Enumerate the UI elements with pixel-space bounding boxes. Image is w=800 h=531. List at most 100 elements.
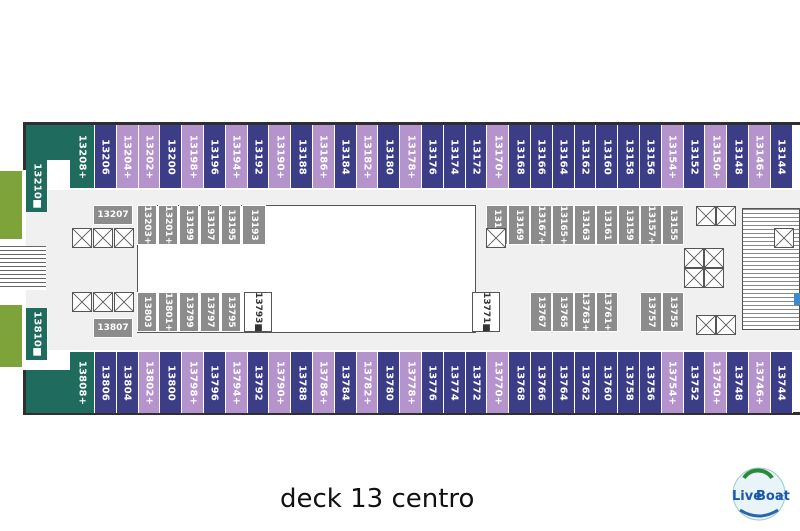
- cabin-13144[interactable]: 13144: [770, 125, 793, 188]
- cabin-13778[interactable]: 13778+: [400, 352, 422, 413]
- inner-cabin-13169[interactable]: 13169: [508, 205, 530, 245]
- cabin-13776[interactable]: 13776: [422, 352, 444, 413]
- inner-cabin-13799[interactable]: 13799: [179, 292, 199, 332]
- cabin-13746[interactable]: 13746+: [749, 352, 771, 413]
- cabin-13760[interactable]: 13760: [596, 352, 619, 413]
- cabin-13178[interactable]: 13178+: [400, 125, 422, 188]
- inner-cabin-13765[interactable]: 13765: [552, 292, 574, 332]
- cabin-13196[interactable]: 13196: [204, 125, 226, 188]
- cabin-13782[interactable]: 13782+: [356, 352, 379, 413]
- inner-cabin-13157[interactable]: 13157+: [640, 205, 662, 245]
- cabin-13808[interactable]: 13808+: [70, 352, 95, 413]
- cabin-13790[interactable]: 13790+: [269, 352, 292, 413]
- cabin-13188[interactable]: 13188: [291, 125, 313, 188]
- cabin-13194[interactable]: 13194+: [225, 125, 248, 188]
- cabin-13164[interactable]: 13164: [552, 125, 575, 188]
- inner-cabin-13195[interactable]: 13195: [221, 205, 241, 245]
- cabin-13768[interactable]: 13768: [509, 352, 531, 413]
- cabin-13758[interactable]: 13758: [618, 352, 640, 413]
- inner-cabin-13197[interactable]: 13197: [200, 205, 220, 245]
- cabin-13148[interactable]: 13148: [727, 125, 749, 188]
- cabin-13190[interactable]: 13190+: [269, 125, 292, 188]
- inner-cabin-13757[interactable]: 13757: [640, 292, 662, 332]
- cabin-13170[interactable]: 13170+: [487, 125, 510, 188]
- inner-cabin-13763[interactable]: 13763+: [574, 292, 596, 332]
- cabin-13784[interactable]: 13784: [334, 352, 357, 413]
- inner-cabin-13761[interactable]: 13761+: [596, 292, 618, 332]
- inner-cabin-13801[interactable]: 13801+: [158, 292, 178, 332]
- inner-cabin-13163[interactable]: 13163: [574, 205, 596, 245]
- cabin-13806[interactable]: 13806: [95, 352, 117, 413]
- cabin-13754[interactable]: 13754+: [661, 352, 684, 413]
- cabin-13766[interactable]: 13766: [531, 352, 553, 413]
- inner-cabin-13165[interactable]: 13165+: [552, 205, 574, 245]
- inner-cabin-13807[interactable]: 13807: [93, 318, 133, 338]
- inner-cabin-13167[interactable]: 13167+: [530, 205, 552, 245]
- inner-cabin-13155[interactable]: 13155: [662, 205, 684, 245]
- cabin-13772[interactable]: 13772: [465, 352, 488, 413]
- cabin-13748[interactable]: 13748: [727, 352, 749, 413]
- cabin-13752[interactable]: 13752: [683, 352, 706, 413]
- cabin-13804[interactable]: 13804: [116, 352, 139, 413]
- inner-cabin-13201[interactable]: 13201+: [158, 205, 178, 245]
- cabin-13208[interactable]: 13208+: [70, 125, 95, 188]
- cabin-13152[interactable]: 13152: [683, 125, 706, 188]
- inner-cabin-13767[interactable]: 13767: [530, 292, 552, 332]
- cabin-13146[interactable]: 13146+: [749, 125, 771, 188]
- cabin-13162[interactable]: 13162: [574, 125, 597, 188]
- cabin-13774[interactable]: 13774: [443, 352, 466, 413]
- inner-cabin-13793[interactable]: 13793■: [244, 292, 272, 332]
- cabin-13206[interactable]: 13206: [95, 125, 117, 188]
- cabin-number: 13165+: [558, 205, 568, 245]
- cabin-13166[interactable]: 13166: [531, 125, 553, 188]
- inner-cabin-13161[interactable]: 13161: [596, 205, 618, 245]
- cabin-13182[interactable]: 13182+: [356, 125, 379, 188]
- cabin-13802[interactable]: 13802+: [138, 352, 161, 413]
- inner-cabin-13207[interactable]: 13207: [93, 205, 133, 225]
- cabin-13204[interactable]: 13204+: [116, 125, 139, 188]
- inner-cabin-13803[interactable]: 13803: [137, 292, 157, 332]
- cabin-13174[interactable]: 13174: [443, 125, 466, 188]
- cabin-13160[interactable]: 13160: [596, 125, 619, 188]
- inner-cabin-13203[interactable]: 13203+: [137, 205, 157, 245]
- cabin-13750[interactable]: 13750+: [705, 352, 728, 413]
- cabin-number: 13786+: [317, 360, 329, 405]
- cabin-13744[interactable]: 13744: [770, 352, 793, 413]
- cabin-13764[interactable]: 13764: [552, 352, 575, 413]
- cabin-13154[interactable]: 13154+: [661, 125, 684, 188]
- inner-cabin-13755[interactable]: 13755: [662, 292, 684, 332]
- cabin-13800[interactable]: 13800: [160, 352, 183, 413]
- cabin-13810[interactable]: 13810■: [26, 308, 48, 360]
- cabin-13180[interactable]: 13180: [378, 125, 401, 188]
- cabin-number: 13206: [99, 138, 111, 175]
- cabin-13172[interactable]: 13172: [465, 125, 488, 188]
- inner-cabin-13199[interactable]: 13199: [179, 205, 199, 245]
- inner-cabin-13795[interactable]: 13795: [221, 292, 241, 332]
- cabin-13796[interactable]: 13796: [204, 352, 226, 413]
- inner-cabin-13797[interactable]: 13797: [200, 292, 220, 332]
- cabin-13792[interactable]: 13792: [247, 352, 270, 413]
- inner-cabin-13159[interactable]: 13159: [618, 205, 640, 245]
- cabin-13184[interactable]: 13184: [334, 125, 357, 188]
- cabin-13794[interactable]: 13794+: [225, 352, 248, 413]
- cabin-13788[interactable]: 13788: [291, 352, 313, 413]
- cabin-13786[interactable]: 13786+: [313, 352, 335, 413]
- inner-cabin-13771[interactable]: 13771■: [472, 292, 500, 332]
- cabin-13186[interactable]: 13186+: [313, 125, 335, 188]
- cabin-13198[interactable]: 13198+: [182, 125, 204, 188]
- cabin-13176[interactable]: 13176: [422, 125, 444, 188]
- cabin-13798[interactable]: 13798+: [182, 352, 204, 413]
- cabin-13202[interactable]: 13202+: [138, 125, 161, 188]
- cabin-13200[interactable]: 13200: [160, 125, 183, 188]
- cabin-13150[interactable]: 13150+: [705, 125, 728, 188]
- cabin-13780[interactable]: 13780: [378, 352, 401, 413]
- cabin-13168[interactable]: 13168: [509, 125, 531, 188]
- cabin-13192[interactable]: 13192: [247, 125, 270, 188]
- cabin-13158[interactable]: 13158: [618, 125, 640, 188]
- cabin-13756[interactable]: 13756: [640, 352, 662, 413]
- cabin-13770[interactable]: 13770+: [487, 352, 510, 413]
- cabin-13762[interactable]: 13762: [574, 352, 597, 413]
- cabin-13210[interactable]: 13210■: [26, 160, 48, 212]
- cabin-13156[interactable]: 13156: [640, 125, 662, 188]
- inner-cabin-13193[interactable]: 13193: [242, 205, 266, 245]
